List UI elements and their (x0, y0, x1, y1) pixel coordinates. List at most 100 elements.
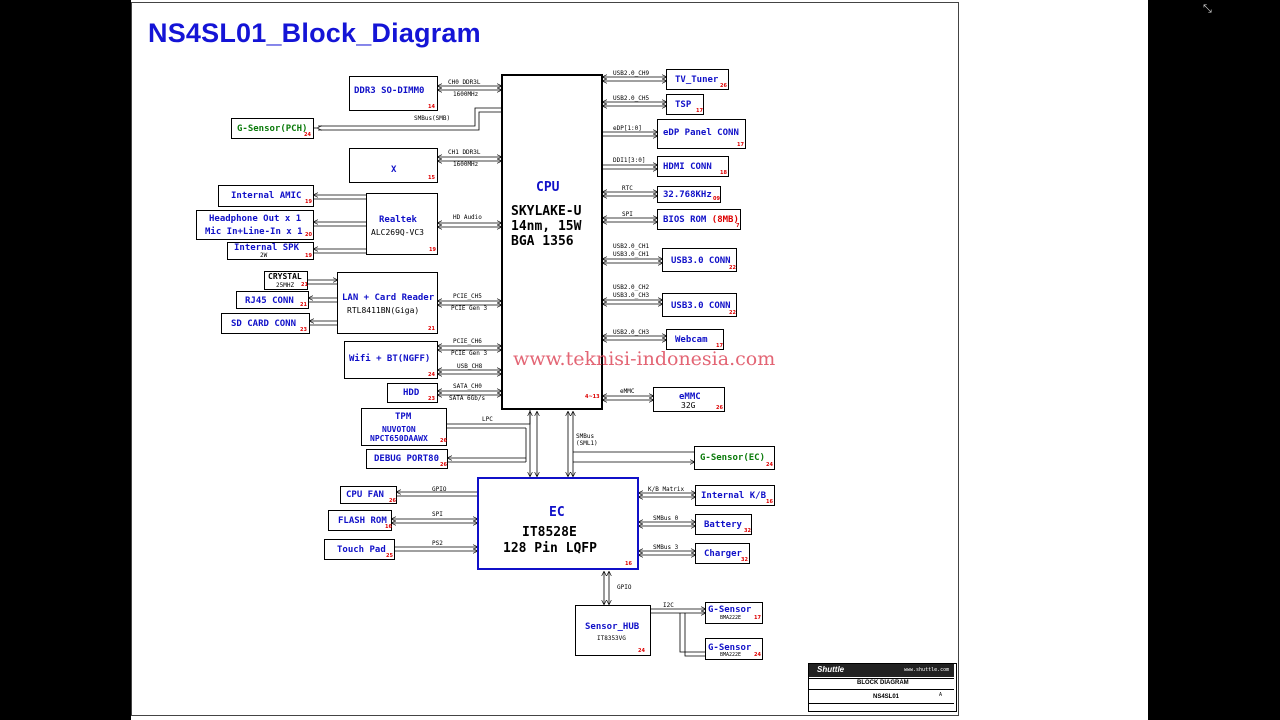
gsensor-2-sub: BMA222E (720, 652, 742, 658)
sig-pcie-gen3-b: PCIE Gen 3 (451, 350, 488, 357)
sig-ch1: CH1 DDR3L (448, 149, 481, 156)
hdmi-page: 18 (720, 170, 727, 176)
gsensor-pch-page: 24 (304, 132, 311, 138)
tsp-page: 17 (696, 108, 703, 114)
rj45-label: RJ45 CONN (245, 296, 294, 306)
usb3-conn-a-block: USB3.0 CONN 22 (662, 248, 737, 272)
cpu-fan-block: CPU FAN 26 (340, 486, 397, 504)
flash-rom-label: FLASH ROM (338, 516, 387, 526)
title-block-project: NS4SL01 (873, 694, 900, 700)
sig-hd-audio: HD Audio (453, 214, 482, 221)
brand-logo: Shuttle (817, 665, 845, 674)
hdmi-label: HDMI CONN (663, 162, 712, 172)
ec-label: EC (549, 505, 565, 520)
ddr3-page: 14 (428, 104, 435, 110)
usb3-a-label: USB3.0 CONN (671, 256, 731, 266)
watermark-text: www.teknisi-indonesia.com (513, 348, 776, 370)
webcam-page: 17 (716, 343, 723, 349)
sig-usb30-ch1: USB3.0_CH1 (613, 251, 650, 258)
realtek-label: Realtek (379, 215, 417, 225)
cpu-line3: BGA 1356 (511, 234, 574, 249)
sd-card-page: 23 (300, 327, 307, 333)
usb3-b-label: USB3.0 CONN (671, 301, 731, 311)
ddr3-label: DDR3 SO-DIMM0 (354, 86, 425, 96)
bios-size: (8MB) (711, 215, 739, 225)
gsensor-2-block: G-Sensor BMA222E 24 (705, 638, 763, 660)
cpu-block: CPU SKYLAKE-U 14nm, 15W BGA 1356 4~13 (501, 74, 603, 410)
cpu-line2: 14nm, 15W (511, 219, 582, 234)
rtc-crystal-block: 32.768KHz 09 (657, 186, 721, 203)
gsensor-1-page: 17 (754, 615, 761, 621)
charger-label: Charger (704, 549, 742, 559)
internal-kb-block: Internal K/B 16 (695, 485, 775, 506)
title-block-heading: BLOCK DIAGRAM (857, 680, 909, 686)
gsensor-1-label: G-Sensor (708, 605, 752, 615)
rtc-page: 09 (713, 196, 720, 202)
title-block-rule-3 (809, 703, 954, 704)
internal-kb-page: 16 (766, 499, 773, 505)
ec-line1: IT8528E (522, 525, 577, 540)
wifi-page: 24 (428, 372, 435, 378)
sig-smbus-smb: SMBus(SMB) (414, 115, 451, 122)
emmc-block: eMMC 32G 26 (653, 387, 725, 412)
ec-line2: 128 Pin LQFP (503, 541, 597, 556)
debug-port-block: DEBUG PORT80 26 (366, 449, 448, 469)
tsp-block: TSP 17 (666, 94, 704, 115)
tpm-label: TPM (395, 412, 412, 422)
title-block-rule-1 (809, 678, 954, 679)
title-block: Shuttle www.shuttle.com BLOCK DIAGRAM NS… (808, 663, 957, 712)
edp-label: eDP Panel CONN (663, 128, 739, 138)
sig-usb20-ch5: USB2.0_CH5 (613, 95, 650, 102)
headphone-label: Headphone Out x 1 (209, 214, 302, 224)
realtek-sub: ALC269Q-VC3 (371, 228, 424, 237)
sig-rtc: RTC (622, 185, 633, 192)
gsensor-pch-label: G-Sensor(PCH) (237, 124, 308, 134)
x-slot-page: 15 (428, 175, 435, 181)
edp-panel-block: eDP Panel CONN 17 (657, 119, 746, 149)
emmc-sub: 32G (681, 401, 696, 410)
ec-block: EC IT8528E 128 Pin LQFP 16 (477, 477, 639, 570)
sig-usb-ch8: USB_CH8 (457, 363, 483, 370)
bios-page: 7 (736, 223, 740, 229)
emmc-label: eMMC (679, 392, 701, 402)
internal-spk-block: Internal SPK 2W 19 (227, 242, 314, 260)
gsensor-pch-block: G-Sensor(PCH) 24 (231, 118, 314, 139)
rj45-page: 21 (300, 302, 307, 308)
touch-pad-page: 25 (386, 553, 393, 559)
internal-amic-block: Internal AMIC 19 (218, 185, 314, 207)
ec-page-ref: 16 (625, 561, 632, 567)
sig-smbus-sml1-a: SMBus (576, 433, 595, 440)
sd-card-block: SD CARD CONN 23 (221, 313, 310, 334)
internal-amic-page: 19 (305, 199, 312, 205)
bios-rom-block: BIOS ROM (8MB) 7 (657, 209, 741, 230)
gsensor-2-label: G-Sensor (708, 643, 752, 653)
wifi-bt-block: Wifi + BT(NGFF) 24 (344, 341, 438, 379)
sig-ddi1: DDI1[3:0] (613, 157, 646, 164)
internal-spk-page: 19 (305, 253, 312, 259)
sig-emmc: eMMC (620, 388, 635, 395)
sig-smbus3: SMBus 3 (653, 544, 679, 551)
sig-usb20-ch3: USB2.0_CH3 (613, 329, 650, 336)
wifi-label: Wifi + BT(NGFF) (349, 354, 431, 364)
sig-sata-ch0: SATA_CH0 (453, 383, 482, 390)
sensor-hub-sub: IT8353VG (597, 635, 626, 642)
tv-tuner-page: 26 (720, 83, 727, 89)
sig-edp: eDP[1:0] (613, 125, 642, 132)
tv-tuner-label: TV_Tuner (675, 75, 719, 85)
page-title: NS4SL01_Block_Diagram (148, 18, 481, 48)
cpu-page-ref: 4~13 (585, 394, 600, 400)
mic-linein-label: Mic In+Line-In x 1 (205, 227, 303, 237)
sig-kb-matrix: K/B Matrix (648, 486, 685, 493)
realtek-page: 19 (429, 247, 436, 253)
emmc-page: 26 (716, 405, 723, 411)
debug-label: DEBUG PORT80 (374, 454, 440, 464)
sig-usb30-ch3: USB3.0_CH3 (613, 292, 650, 299)
gsensor-2-page: 24 (754, 652, 761, 658)
internal-spk-sub: 2W (260, 252, 268, 259)
internal-kb-label: Internal K/B (701, 491, 767, 501)
hdd-label: HDD (403, 388, 420, 398)
crystal-block: CRYSTAL 25MHZ 21 (264, 271, 308, 290)
sig-pcie-gen3-a: PCIE Gen 3 (451, 305, 488, 312)
webcam-label: Webcam (675, 335, 708, 345)
expand-icon[interactable]: ⤡ (1203, 2, 1212, 15)
